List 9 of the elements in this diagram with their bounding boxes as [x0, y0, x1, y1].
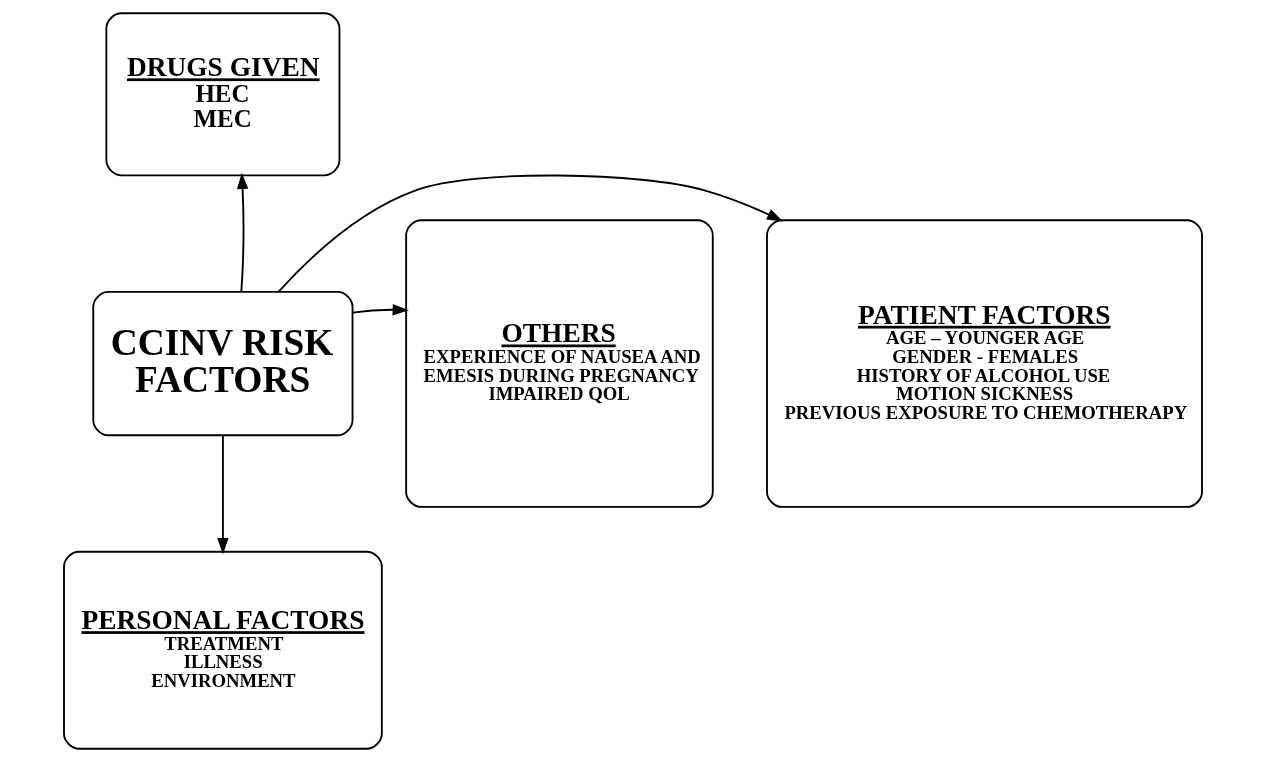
arrow [236, 172, 249, 293]
arrow [351, 304, 409, 316]
node-box: PATIENT FACTORS AGE – YOUNGER AGE GENDER - FEMALES HISTORY OF ALCOHOL USE MOTION SICKNESS PREVIOUS EXPOSURE TO CHEMOTHERAPY [766, 219, 1203, 508]
node-box: OTHERS EXPERIENCE OF NAUSEA AND EMESIS DURING PREGNANCY IMPAIRED QOL [405, 219, 714, 508]
node-box: PERSONAL FACTORS TREATMENT ILLNESS ENVIRONMENT [63, 550, 383, 750]
node-box: CCINV RISK FACTORS [92, 290, 354, 437]
arrow [277, 174, 784, 293]
node-box: DRUGS GIVEN HEC MEC [105, 12, 341, 177]
arrow [217, 434, 229, 555]
